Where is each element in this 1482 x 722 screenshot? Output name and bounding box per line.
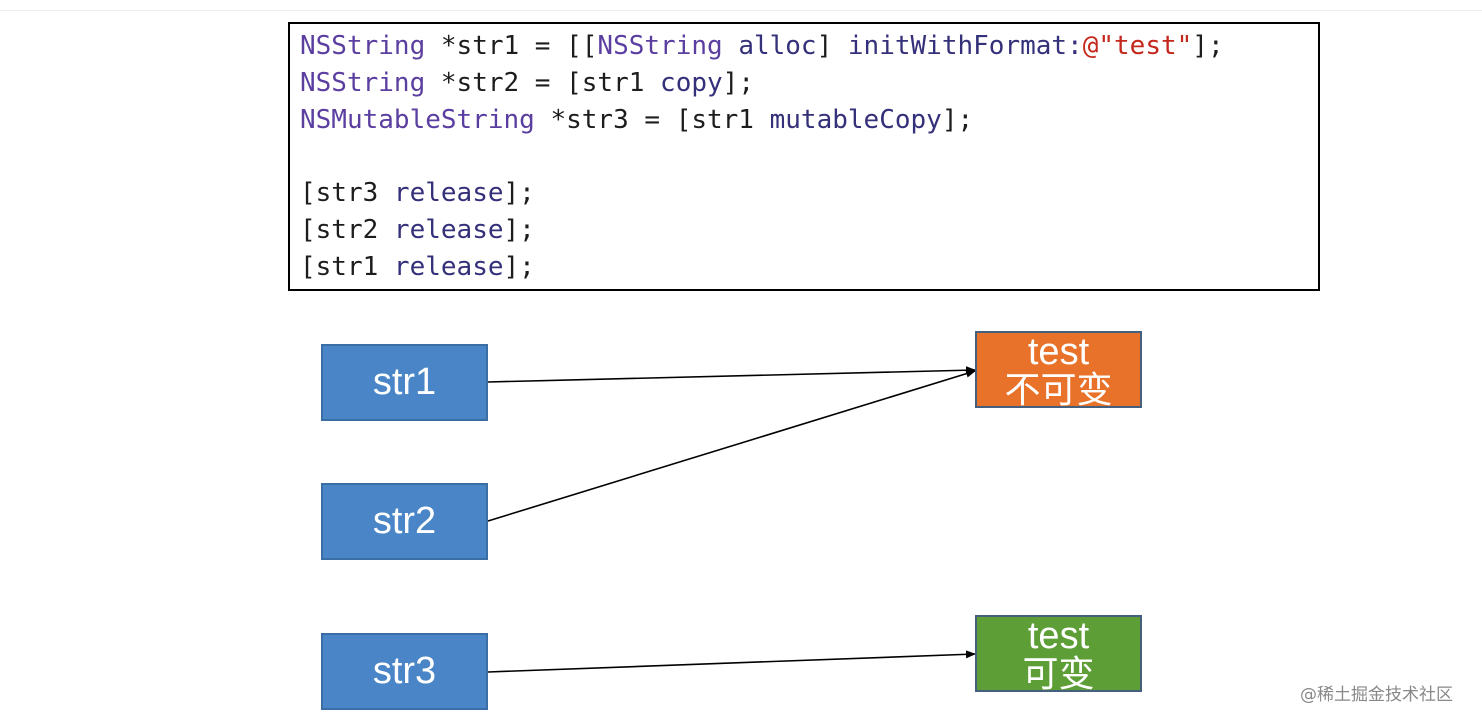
code-token: copy bbox=[660, 68, 723, 98]
code-token: ]; bbox=[1192, 31, 1224, 61]
code-line: [str2 release]; bbox=[300, 212, 535, 248]
code-token: [str1 bbox=[300, 252, 394, 282]
arrow-str2-to-immutable bbox=[487, 369, 976, 522]
code-token: ]; bbox=[941, 105, 974, 135]
code-token bbox=[723, 31, 739, 61]
value-mutability-label: 不可变 bbox=[1004, 370, 1113, 408]
top-divider bbox=[0, 10, 1482, 11]
var-node-str3: str3 bbox=[321, 633, 488, 710]
arrow-str3-to-mutable bbox=[487, 650, 976, 673]
watermark: @稀土掘金技术社区 bbox=[1300, 685, 1453, 705]
code-line: [str1 release]; bbox=[300, 249, 535, 285]
code-token: [str3 bbox=[300, 178, 394, 208]
code-token: ]; bbox=[503, 252, 535, 282]
code-token: *str3 = [str1 bbox=[534, 105, 770, 135]
code-token: *str1 = [[ bbox=[425, 31, 598, 61]
code-token: *str2 = [str1 bbox=[425, 68, 661, 98]
code-token: release bbox=[393, 178, 504, 208]
code-token: ] bbox=[816, 31, 848, 61]
code-token: release bbox=[393, 252, 504, 282]
code-token: ]; bbox=[503, 215, 535, 245]
code-token: ]; bbox=[503, 178, 535, 208]
code-block: NSString *str1 = [[NSString alloc] initW… bbox=[288, 22, 1320, 291]
code-token: ]; bbox=[722, 68, 754, 98]
code-token: NSString bbox=[300, 31, 426, 61]
code-line: NSString *str1 = [[NSString alloc] initW… bbox=[300, 28, 1224, 64]
code-token: NSString bbox=[597, 31, 723, 61]
value-text: test bbox=[1027, 331, 1090, 373]
code-token: NSMutableString bbox=[300, 105, 535, 135]
value-mutability-label: 可变 bbox=[1022, 654, 1095, 692]
value-node-immutable: test 不可变 bbox=[975, 331, 1142, 408]
code-line: [str3 release]; bbox=[300, 175, 535, 211]
code-token: initWithFormat: bbox=[847, 31, 1083, 61]
code-token: mutableCopy bbox=[769, 105, 942, 135]
code-token: NSString bbox=[300, 68, 426, 98]
var-node-str1: str1 bbox=[321, 344, 488, 421]
code-token: alloc bbox=[738, 31, 817, 61]
value-text: test bbox=[1027, 615, 1090, 657]
value-node-mutable: test 可变 bbox=[975, 615, 1142, 692]
var-node-str2: str2 bbox=[321, 483, 488, 560]
arrow-str1-to-immutable bbox=[487, 366, 976, 383]
code-token: @"test" bbox=[1082, 31, 1193, 61]
code-token: [str2 bbox=[300, 215, 394, 245]
code-line: NSMutableString *str3 = [str1 mutableCop… bbox=[300, 102, 973, 138]
code-line: NSString *str2 = [str1 copy]; bbox=[300, 65, 754, 101]
code-token: release bbox=[393, 215, 504, 245]
